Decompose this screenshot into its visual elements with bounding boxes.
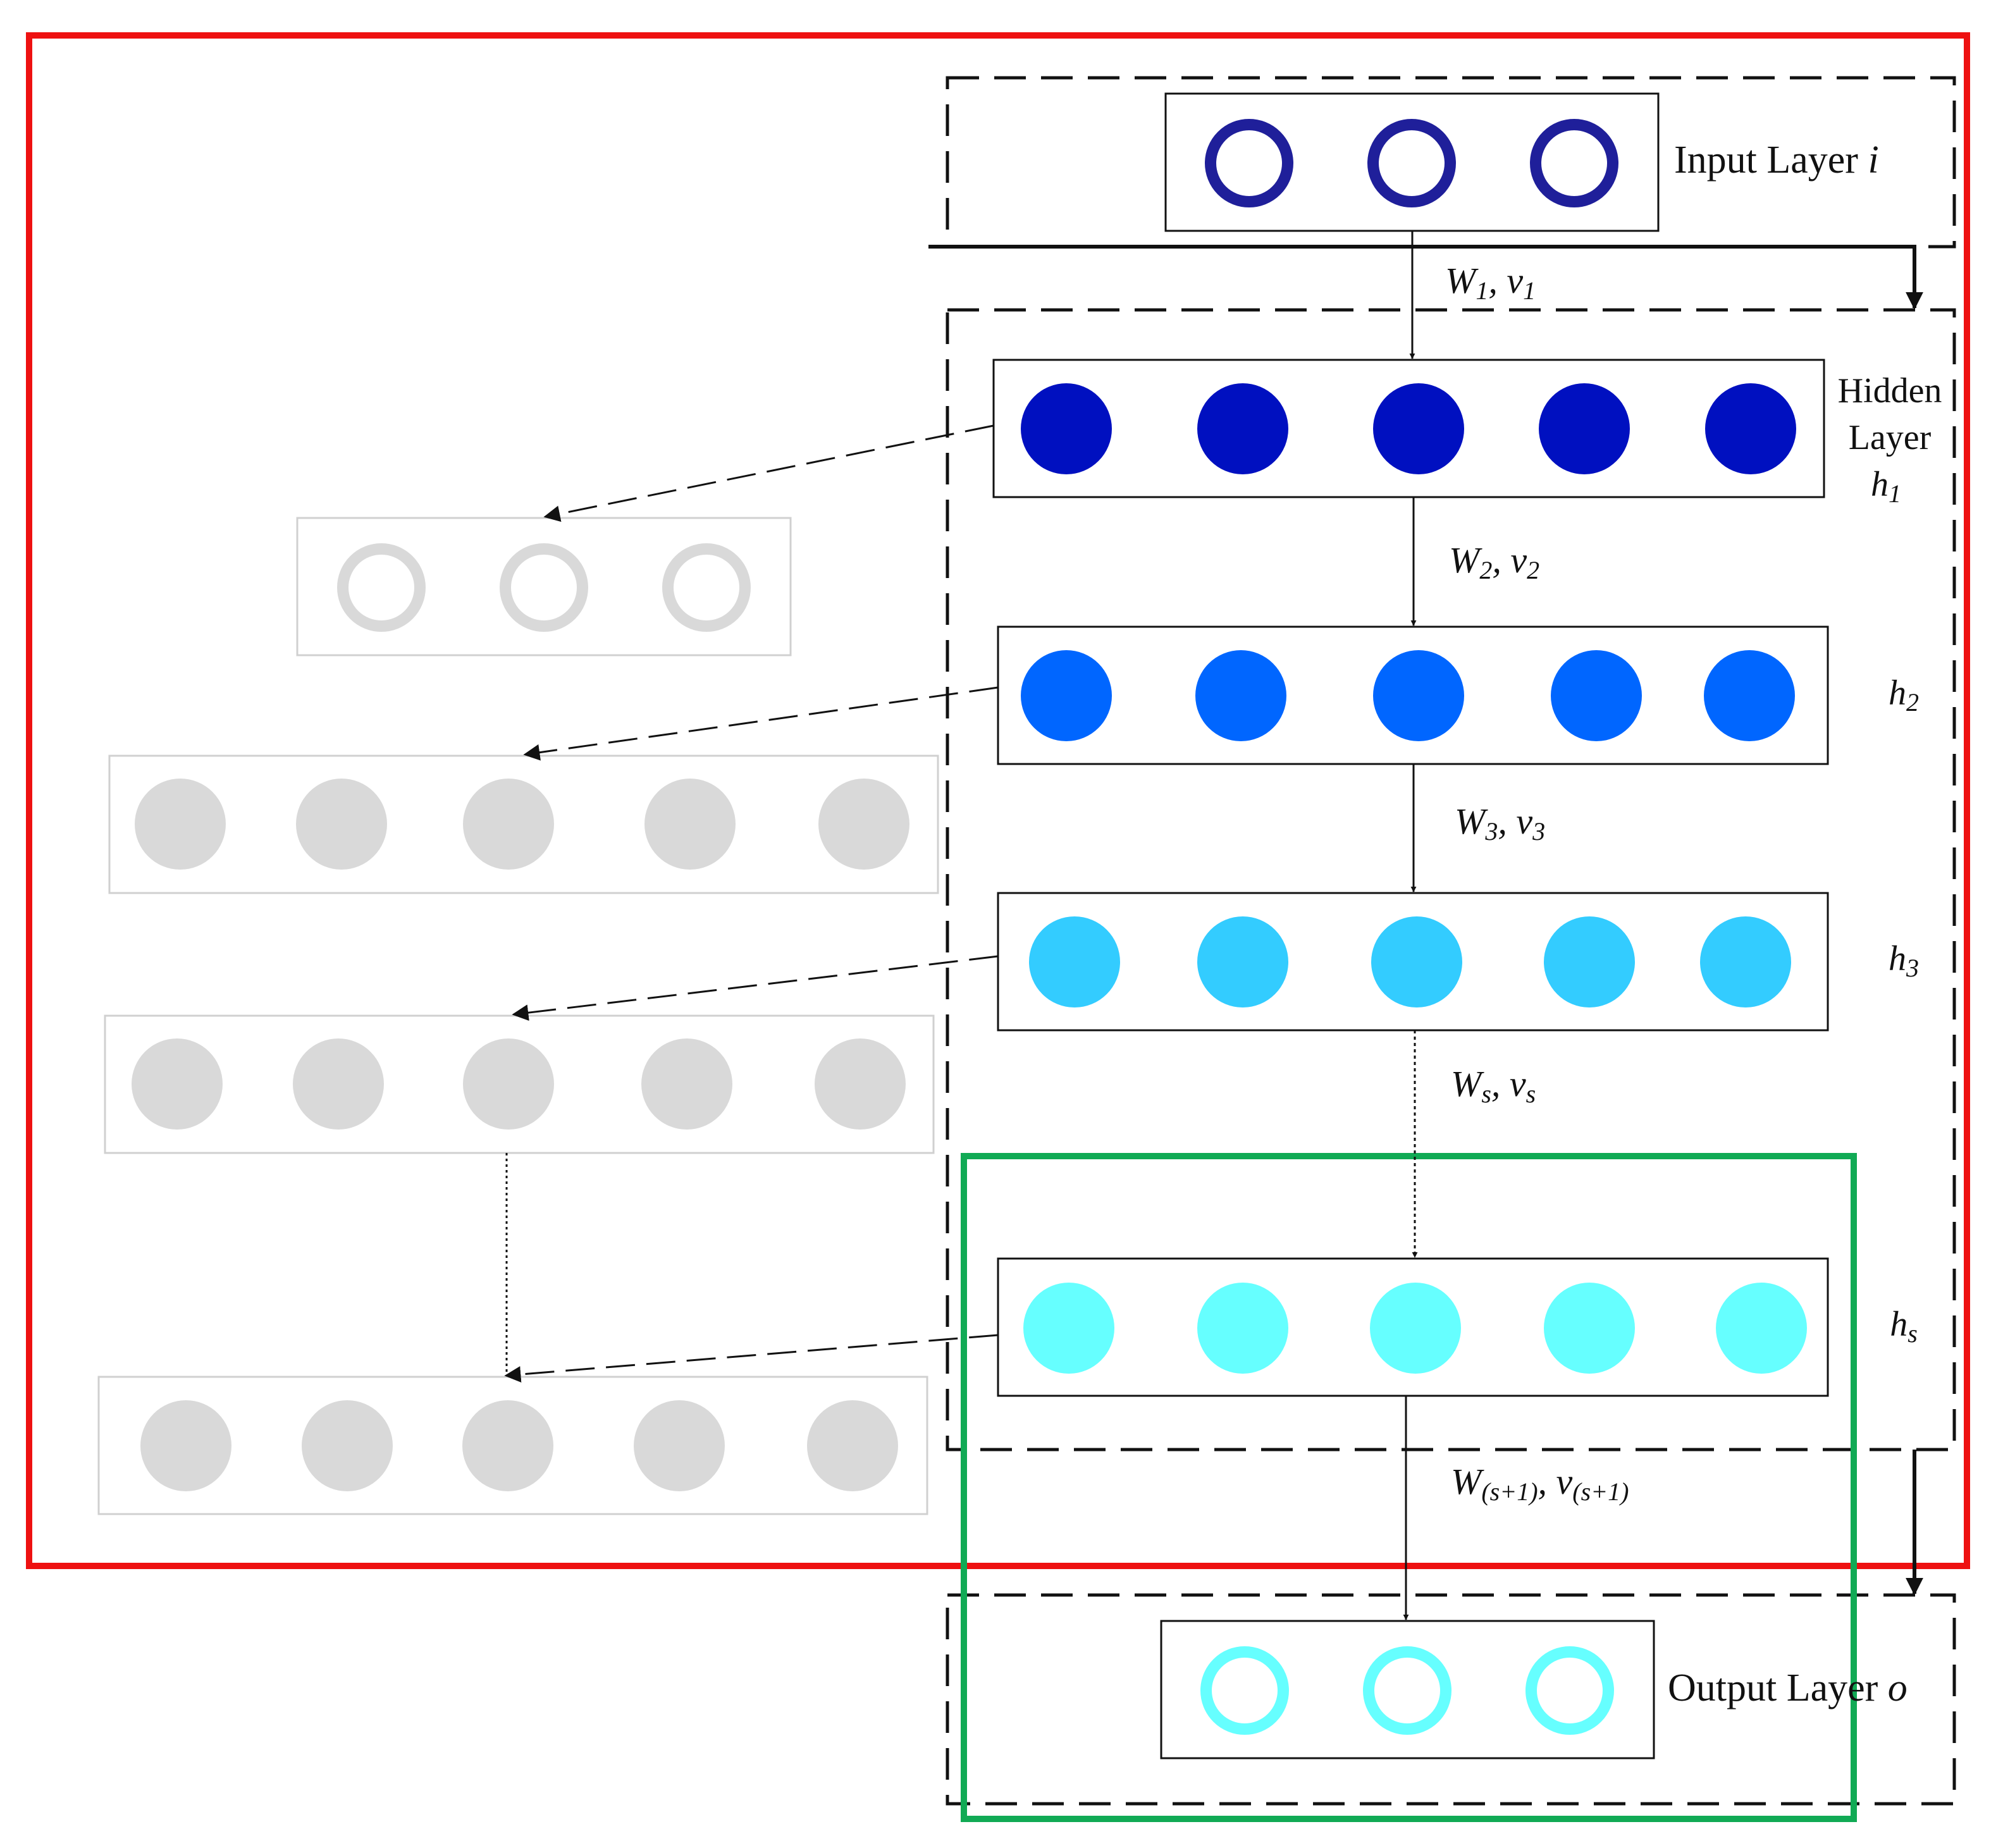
ghost-node [500, 543, 588, 632]
h2-label: h2 [1889, 674, 1919, 717]
hidden-layer-label-line1: Hidden [1838, 371, 1942, 410]
output-layer-box [1160, 1620, 1655, 1759]
weight-label-3: W3, v3 [1455, 801, 1545, 846]
hs-node [1716, 1283, 1807, 1374]
ghost-node [135, 779, 226, 870]
output-node [1200, 1646, 1289, 1735]
input-layer-label: Input Layer i [1674, 139, 1879, 182]
h2-node [1373, 650, 1464, 741]
ghost-node [818, 779, 909, 870]
input-to-hidden-group-arrow [928, 245, 1923, 310]
ghost-node [662, 543, 751, 632]
weight-label-1: W1, v1 [1445, 260, 1536, 305]
ghost-2-nodes [135, 779, 909, 870]
h3-label: h3 [1889, 939, 1919, 982]
output-stage-frame [961, 1153, 1857, 1822]
hs-label: hs [1890, 1305, 1918, 1348]
output-nodes [1200, 1646, 1614, 1735]
output-node [1363, 1646, 1451, 1735]
hidden-layer-label-line2: Layer [1849, 418, 1932, 457]
ghost-node [463, 779, 554, 870]
h3-nodes [1029, 916, 1791, 1007]
hs-nodes [1023, 1283, 1807, 1374]
ghost-layer-1-box [296, 517, 792, 656]
h3-node [1197, 916, 1288, 1007]
h1-node [1705, 383, 1796, 474]
input-layer-box [1164, 92, 1660, 232]
weight-label-s: Ws, vs [1451, 1063, 1536, 1108]
ghost-node [302, 1400, 393, 1491]
model-frame [26, 32, 1970, 1569]
h1-to-ghost-1-arrow [543, 424, 994, 522]
ghost-node [641, 1038, 732, 1130]
weight-label-2: W2, v2 [1449, 539, 1539, 584]
h1-node [1021, 383, 1112, 474]
h1-node [1539, 383, 1630, 474]
h1-node [1197, 383, 1288, 474]
input-node [1367, 119, 1456, 207]
h2-nodes [1021, 650, 1795, 741]
ghost-s-nodes [140, 1400, 898, 1491]
ghost-node [140, 1400, 231, 1491]
h2-to-ghost-2-arrow [523, 686, 999, 761]
input-nodes [1205, 119, 1618, 207]
ghost-node [462, 1400, 553, 1491]
h1-label: h1 [1871, 465, 1901, 508]
ghost-node [132, 1038, 223, 1130]
input-node [1205, 119, 1293, 207]
ghost-node [293, 1038, 384, 1130]
h2-node [1551, 650, 1642, 741]
ghost-node [296, 779, 387, 870]
h1-nodes [1021, 383, 1796, 474]
h1-node [1373, 383, 1464, 474]
h3-node [1544, 916, 1635, 1007]
input-node [1530, 119, 1618, 207]
ghost-node [815, 1038, 906, 1130]
input-group-box [946, 76, 1956, 249]
ghost-node [634, 1400, 725, 1491]
hs-to-ghost-s-arrow [504, 1334, 999, 1383]
ghost-node [337, 543, 426, 632]
ghost-3-nodes [132, 1038, 906, 1130]
hs-node [1370, 1283, 1461, 1374]
h2-node [1021, 650, 1112, 741]
h3-node [1371, 916, 1462, 1007]
ghost-node [807, 1400, 898, 1491]
output-layer-label: Output Layer o [1668, 1666, 1907, 1709]
h2-node [1195, 650, 1286, 741]
output-node [1525, 1646, 1614, 1735]
h3-node [1700, 916, 1791, 1007]
hs-node [1197, 1283, 1288, 1374]
ghost-1-nodes [337, 543, 751, 632]
h3-node [1029, 916, 1120, 1007]
weight-label-s-plus-1: W(s+1), v(s+1) [1451, 1461, 1629, 1506]
h3-to-ghost-3-arrow [512, 955, 999, 1021]
h2-node [1704, 650, 1795, 741]
ghost-node [463, 1038, 554, 1130]
ghost-node [644, 779, 736, 870]
hs-node [1023, 1283, 1114, 1374]
hidden-group-box [946, 308, 1956, 1451]
hs-node [1544, 1283, 1635, 1374]
